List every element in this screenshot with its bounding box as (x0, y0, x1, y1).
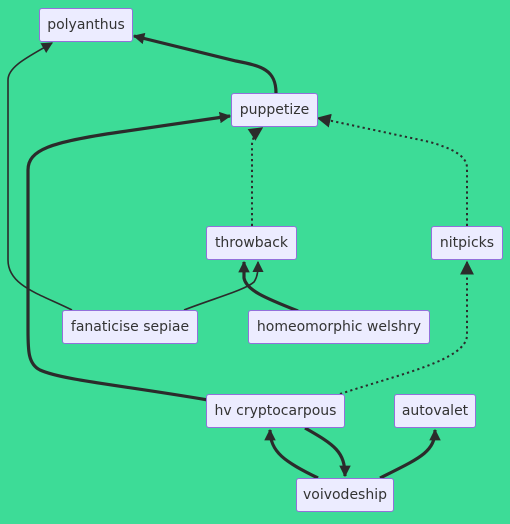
node-voivodeship[interactable]: voivodeship (296, 478, 394, 512)
edge-hv-cryptocarpous-nitpicks (339, 260, 474, 395)
node-polyanthus[interactable]: polyanthus (39, 8, 133, 42)
edge-voivodeship-autovalet (379, 428, 441, 480)
node-hv-cryptocarpous[interactable]: hv cryptocarpous (206, 394, 345, 428)
edge-puppetize-polyanthus (132, 32, 278, 94)
edge-nitpicks-puppetize (316, 113, 468, 226)
edge-fanaticise-sepiae-throwback (183, 260, 264, 311)
node-puppetize[interactable]: puppetize (231, 93, 318, 127)
edge-homeomorphic-welshry-throwback (238, 260, 299, 313)
node-throwback[interactable]: throwback (206, 226, 297, 260)
node-homeomorphic-welshry[interactable]: homeomorphic welshry (248, 310, 430, 344)
node-nitpicks[interactable]: nitpicks (431, 226, 503, 260)
edge-hv-cryptocarpous-puppetize (26, 111, 232, 402)
node-autovalet[interactable]: autovalet (394, 394, 476, 428)
edge-hv-cryptocarpous-voivodeship (304, 426, 351, 478)
node-fanaticise-sepiae[interactable]: fanaticise sepiae (62, 310, 198, 344)
edge-fanaticise-sepiae-polyanthus (7, 42, 73, 311)
edge-voivodeship-hv-cryptocarpous (264, 428, 319, 480)
edge-throwback-puppetize (247, 127, 264, 226)
